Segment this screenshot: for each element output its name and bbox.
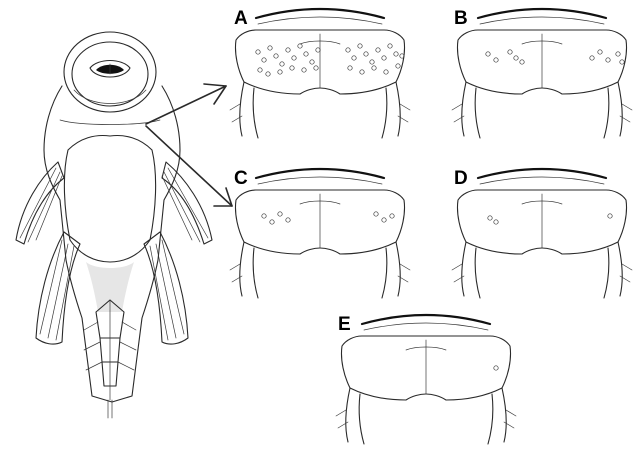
odontode <box>274 54 278 58</box>
odontode <box>258 68 262 72</box>
odontode <box>304 52 308 56</box>
panel-e-drawing <box>336 315 516 444</box>
odontode <box>376 48 380 52</box>
odontode <box>520 60 524 64</box>
oral-disc <box>64 32 156 112</box>
odontode <box>606 58 610 62</box>
panel-top-arc <box>478 169 606 178</box>
odontode <box>358 44 362 48</box>
odontode <box>302 68 306 72</box>
odontode <box>280 62 284 66</box>
odontode <box>394 52 398 56</box>
odontode <box>486 52 490 56</box>
left-pelvic-fin <box>36 232 80 344</box>
panel-top-arc <box>256 169 384 178</box>
odontode <box>270 220 274 224</box>
panel-label-a: A <box>234 9 248 28</box>
odontode <box>256 50 260 54</box>
fish-ventral-view <box>16 32 212 418</box>
odontode <box>348 66 352 70</box>
odontode <box>384 70 388 74</box>
odontode <box>372 66 376 70</box>
odontode <box>388 44 392 48</box>
right-pelvic-fin <box>144 232 188 344</box>
odontode <box>286 218 290 222</box>
odontode <box>382 218 386 222</box>
odontode <box>494 220 498 224</box>
odontode <box>400 54 404 58</box>
panel-a-drawing <box>230 9 410 138</box>
panel-c-drawing <box>230 169 410 298</box>
arrow-to-panel-a <box>146 84 226 124</box>
panel-b-drawing <box>452 9 632 138</box>
odontode <box>514 56 518 60</box>
odontode <box>268 46 272 50</box>
body-outline <box>44 86 180 402</box>
odontode <box>508 50 512 54</box>
odontode <box>494 58 498 62</box>
odontode <box>494 366 498 370</box>
odontode <box>590 56 594 60</box>
panel-label-e: E <box>338 315 351 334</box>
odontode <box>286 48 290 52</box>
panel-top-arc <box>478 9 606 18</box>
left-pectoral-fin <box>16 162 64 244</box>
caudal-plates <box>84 300 136 418</box>
panel-label-d: D <box>454 169 468 188</box>
odontode <box>262 58 266 62</box>
odontode <box>620 60 624 64</box>
odontode <box>390 214 394 218</box>
odontode <box>298 44 302 48</box>
odontode <box>374 212 378 216</box>
odontode <box>290 66 294 70</box>
odontode <box>352 56 356 60</box>
panel-top-arc <box>256 9 384 18</box>
panel-label-c: C <box>234 169 248 188</box>
panel-top-arc <box>362 315 490 324</box>
odontode <box>364 52 368 56</box>
odontode <box>316 48 320 52</box>
odontode <box>266 72 270 76</box>
odontode <box>598 50 602 54</box>
odontode <box>616 52 620 56</box>
panel-label-b: B <box>454 9 468 28</box>
odontode <box>310 60 314 64</box>
panel-d-drawing <box>452 169 632 298</box>
odontode <box>292 56 296 60</box>
right-pectoral-fin <box>162 162 212 244</box>
odontode <box>370 60 374 64</box>
odontode <box>262 214 266 218</box>
odontode <box>608 214 612 218</box>
odontode <box>314 66 318 70</box>
odontode <box>278 212 282 216</box>
odontode <box>346 48 350 52</box>
arrow-to-panel-c <box>146 126 232 206</box>
odontode <box>488 216 492 220</box>
odontode <box>382 56 386 60</box>
odontode <box>360 70 364 74</box>
odontode <box>396 64 400 68</box>
odontode <box>278 70 282 74</box>
